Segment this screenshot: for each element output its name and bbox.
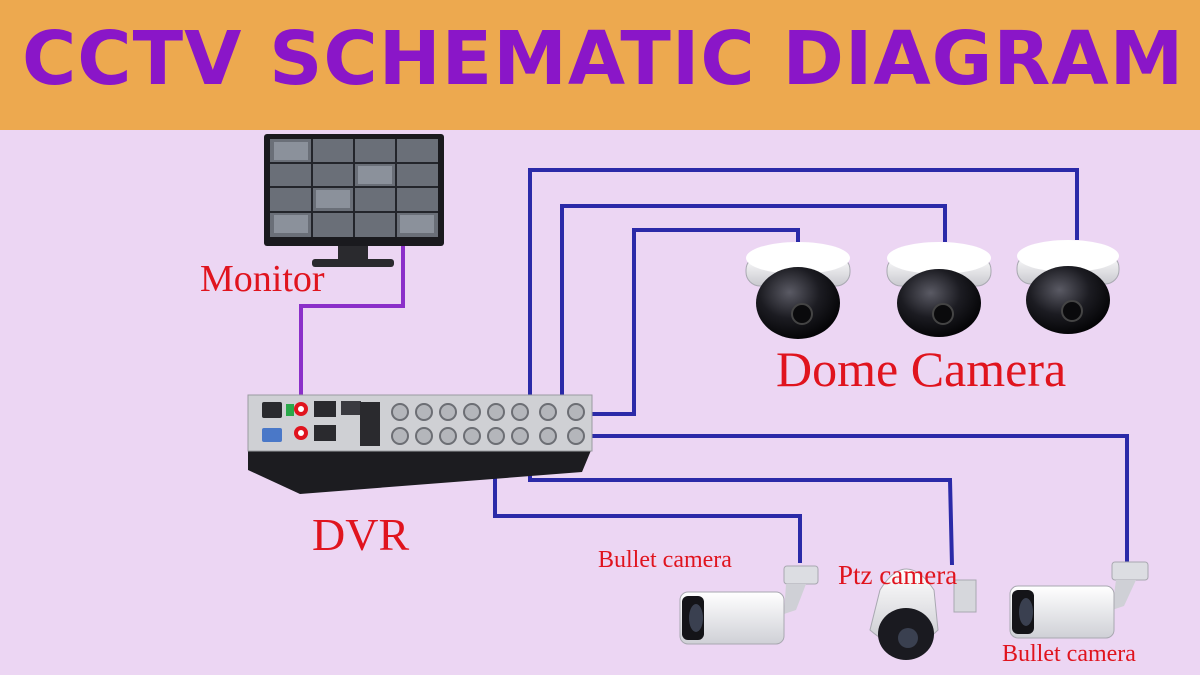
monitor (264, 134, 444, 267)
bullet-camera-1 (679, 565, 819, 645)
bullet-camera-label-1: Bullet camera (598, 547, 732, 573)
header-banner: CCTV SCHEMATIC DIAGRAM (0, 0, 1200, 130)
cables (493, 168, 1129, 566)
monitor-screen-grid (270, 139, 438, 237)
bullet-camera-label-2: Bullet camera (1002, 641, 1136, 667)
cable-dome-camera-1 (585, 228, 800, 416)
dvr (247, 394, 593, 494)
dome-camera-3 (1016, 240, 1120, 334)
cable-dome-camera-3 (528, 168, 1079, 566)
dvr-label: DVR (312, 509, 410, 560)
dvr-bnc-ports (391, 403, 585, 445)
dome-camera-label: Dome Camera (776, 341, 1067, 397)
cable-dome-camera-2 (560, 204, 947, 402)
cable-monitor (299, 244, 405, 396)
ptz-camera (869, 568, 977, 660)
dome-camera-1 (745, 242, 851, 339)
dome-camera-2 (886, 242, 992, 337)
page-title: CCTV SCHEMATIC DIAGRAM (22, 16, 1185, 102)
dvr-power-ports (262, 401, 380, 446)
bullet-camera-2 (1009, 561, 1149, 639)
monitor-label: Monitor (200, 258, 325, 300)
cable-bullet-camera-2 (585, 434, 1129, 562)
ptz-camera-label: Ptz camera (838, 560, 958, 590)
